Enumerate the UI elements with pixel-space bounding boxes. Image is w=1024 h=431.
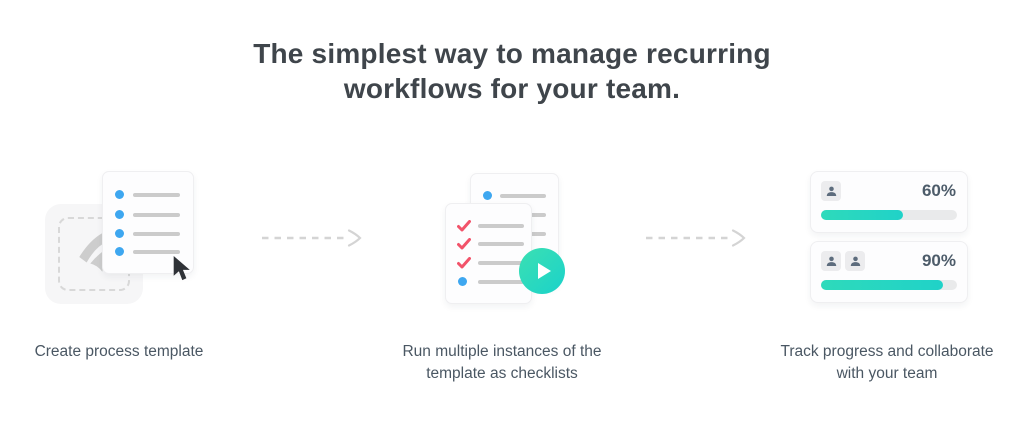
list-row bbox=[115, 209, 181, 221]
list-row bbox=[483, 190, 549, 202]
person-icon bbox=[821, 181, 841, 201]
progress-card: 90% bbox=[810, 241, 968, 303]
list-row bbox=[115, 189, 181, 201]
list-row bbox=[115, 228, 181, 240]
template-document-card bbox=[102, 171, 194, 274]
list-line bbox=[500, 193, 546, 198]
cursor-icon bbox=[170, 256, 194, 283]
bullet-icon bbox=[115, 229, 124, 238]
progress-bar bbox=[821, 280, 957, 290]
list-line bbox=[133, 231, 180, 236]
check-icon bbox=[457, 220, 471, 232]
list-line bbox=[478, 223, 524, 228]
list-row bbox=[457, 276, 524, 288]
check-icon bbox=[457, 257, 471, 269]
bullet-icon bbox=[115, 210, 124, 219]
list-row bbox=[115, 246, 181, 258]
list-line bbox=[133, 212, 180, 217]
play-button-icon bbox=[519, 248, 565, 294]
play-triangle bbox=[538, 263, 551, 279]
list-row bbox=[457, 257, 524, 269]
page-title-line-2: workflows for your team. bbox=[343, 73, 681, 104]
list-row bbox=[457, 238, 524, 250]
page-title-line-1: The simplest way to manage recurring bbox=[253, 38, 771, 69]
progress-bar-fill bbox=[821, 210, 903, 220]
list-row bbox=[457, 220, 524, 232]
list-line bbox=[133, 192, 180, 197]
progress-percent: 90% bbox=[921, 251, 956, 270]
list-line bbox=[478, 241, 524, 246]
list-line bbox=[478, 279, 524, 284]
step-caption-run-checklists: Run multiple instances of the template a… bbox=[402, 343, 602, 382]
list-line bbox=[133, 249, 180, 254]
bullet-icon bbox=[458, 277, 467, 286]
list-line bbox=[478, 260, 524, 265]
bullet-icon bbox=[115, 190, 124, 199]
checklist-front-card bbox=[445, 203, 532, 304]
bullet-icon bbox=[483, 191, 492, 200]
check-icon bbox=[457, 238, 471, 250]
progress-percent: 60% bbox=[921, 181, 956, 200]
page-title: The simplest way to manage recurring wor… bbox=[0, 36, 1024, 106]
person-icon bbox=[845, 251, 865, 271]
progress-card: 60% bbox=[810, 171, 968, 233]
step-caption-track-progress: Track progress and collaborate with your… bbox=[780, 343, 994, 382]
bullet-icon bbox=[115, 247, 124, 256]
person-icon bbox=[821, 251, 841, 271]
flow-arrow-icon bbox=[261, 226, 363, 250]
progress-bar bbox=[821, 210, 957, 220]
step-caption-create-template: Create process template bbox=[34, 343, 204, 360]
progress-bar-fill bbox=[821, 280, 944, 290]
flow-arrow-icon bbox=[645, 226, 747, 250]
